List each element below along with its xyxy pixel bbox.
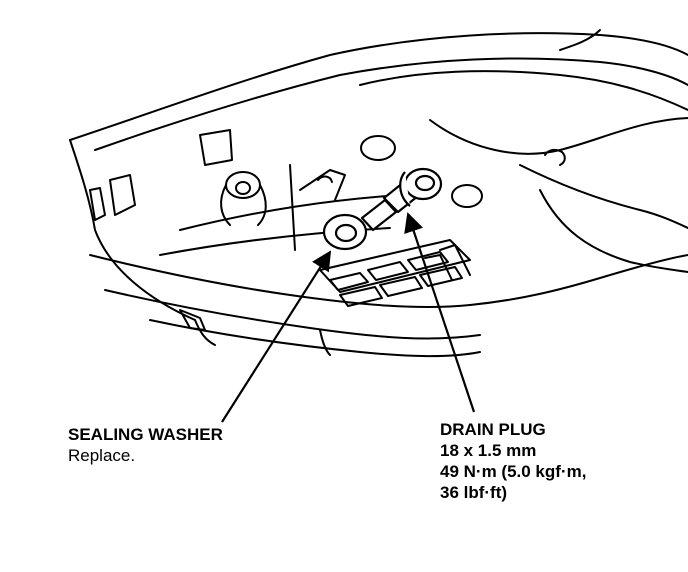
- drain-plug-label: DRAIN PLUG 18 x 1.5 mm 49 N·m (5.0 kgf·m…: [440, 419, 586, 503]
- drain-plug-part: [360, 167, 443, 232]
- plug-leader-line: [404, 212, 476, 413]
- sealing-washer-label: SEALING WASHER Replace.: [68, 424, 223, 466]
- sealing-washer-note: Replace.: [68, 446, 136, 465]
- transmission-housing-outline: [69, 29, 688, 358]
- washer-leader-line: [221, 250, 332, 423]
- drain-plug-torque-imperial: 36 lbf·ft): [440, 483, 508, 502]
- sealing-washer-part: [322, 213, 368, 251]
- drain-plug-torque-spec: 49 N·m (5.0 kgf·m,: [440, 462, 587, 481]
- leader-lines: [221, 212, 476, 423]
- sealing-washer-title: SEALING WASHER: [68, 425, 223, 444]
- drain-plug-thread-spec: 18 x 1.5 mm: [440, 441, 537, 460]
- drain-plug-title: DRAIN PLUG: [440, 420, 546, 439]
